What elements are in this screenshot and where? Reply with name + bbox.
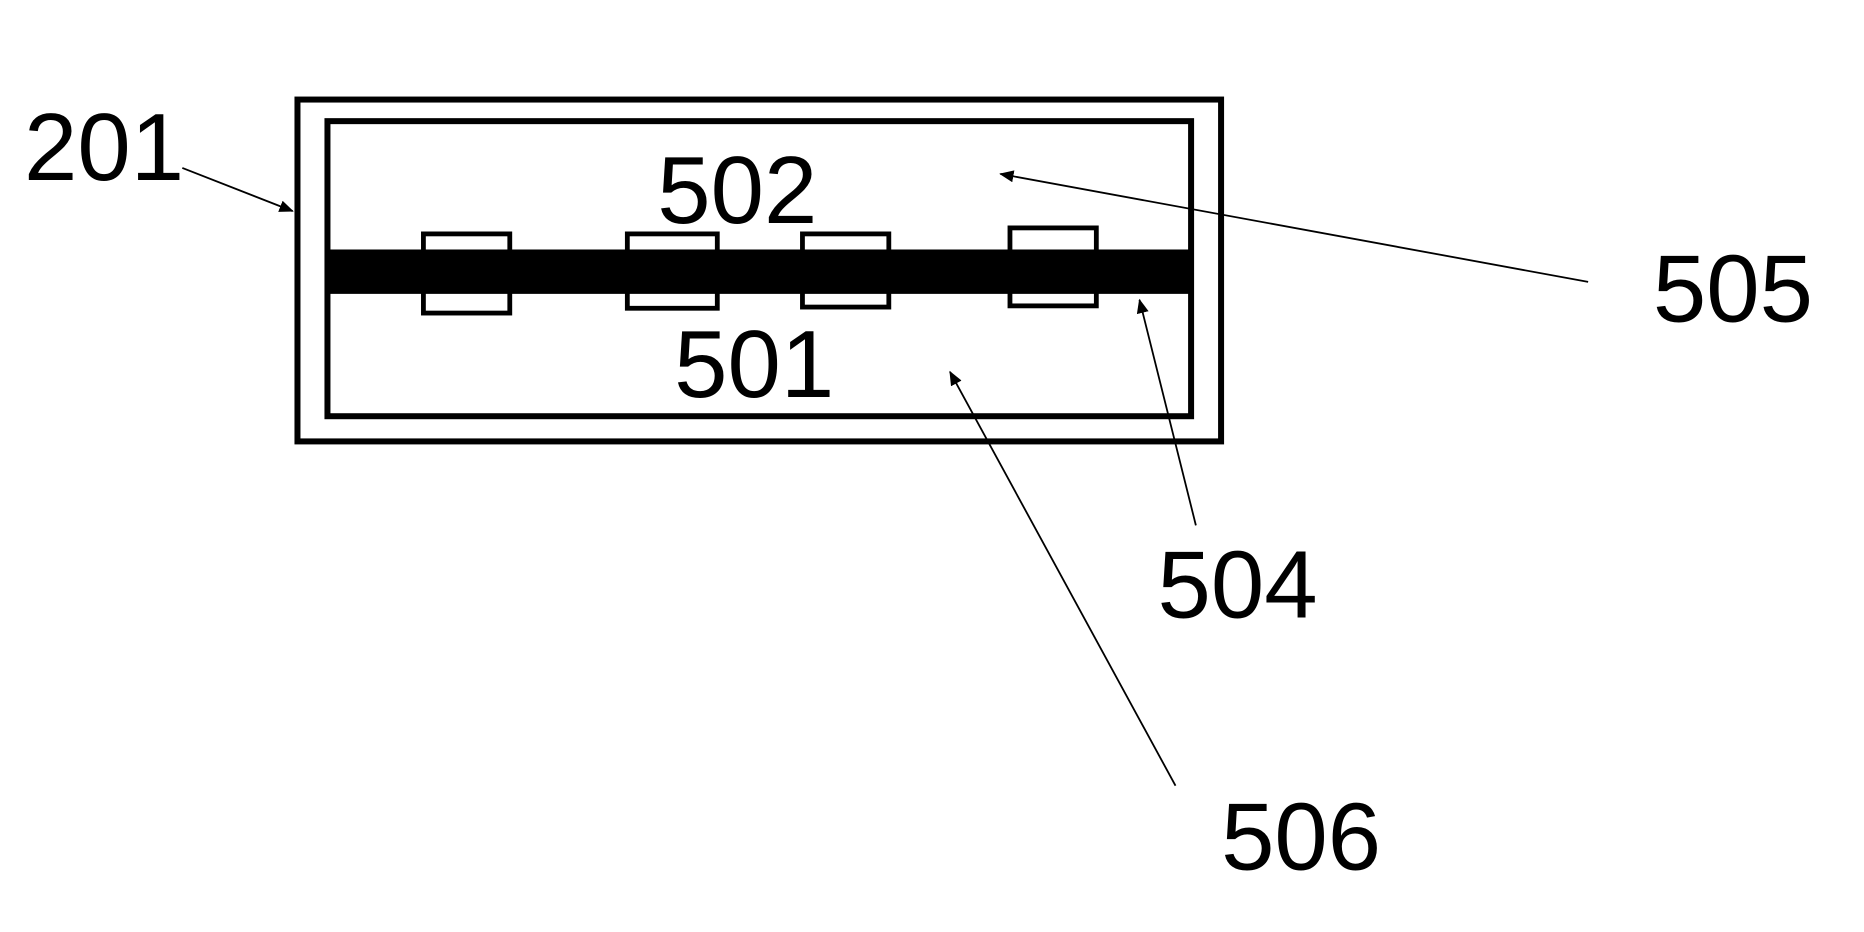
leader-506 (949, 370, 1177, 787)
leader-201 (181, 167, 294, 212)
block (1007, 225, 1099, 309)
small-blocks (421, 225, 1099, 316)
block (800, 231, 892, 310)
leader-lines (181, 167, 1589, 787)
leader-505 (999, 170, 1589, 283)
label-504: 504 (1158, 532, 1318, 639)
label-201: 201 (24, 94, 184, 201)
label-502: 502 (657, 137, 817, 244)
leader-504 (1136, 298, 1197, 526)
label-501: 501 (674, 311, 834, 418)
black-bar-504 (327, 249, 1192, 294)
label-506: 506 (1221, 784, 1381, 891)
outer-frame-201 (294, 96, 1225, 445)
block (421, 231, 513, 316)
label-505: 505 (1653, 235, 1813, 342)
block (624, 231, 720, 311)
